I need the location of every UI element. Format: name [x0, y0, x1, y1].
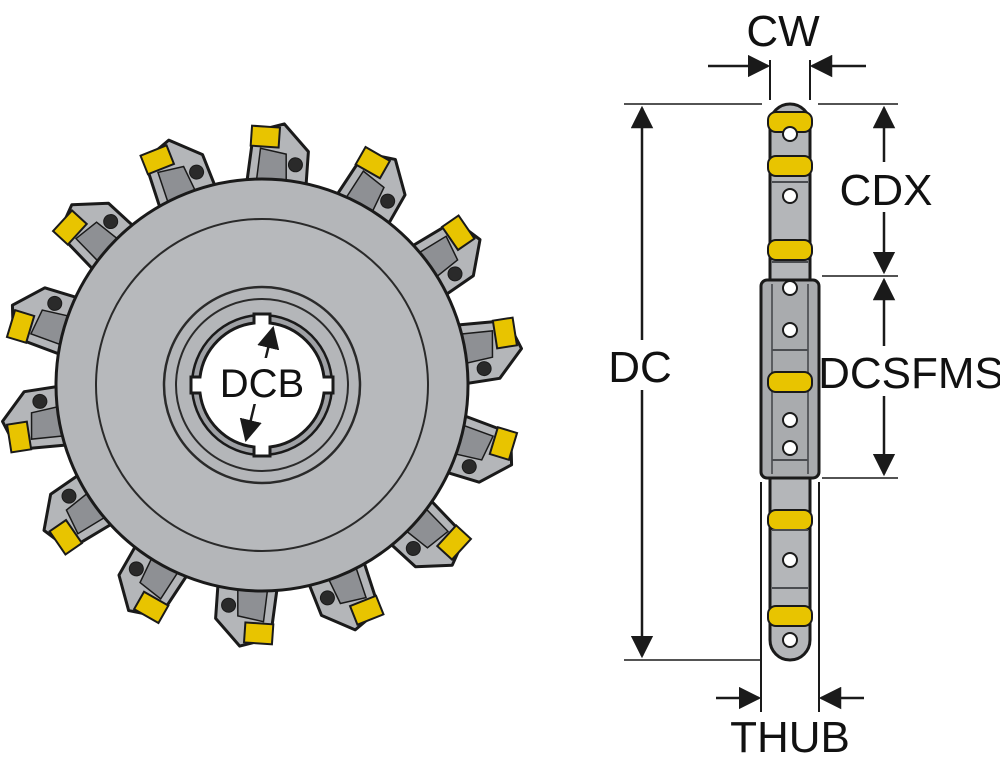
dc-label-bg	[604, 340, 680, 390]
dcb-label-bg	[216, 358, 308, 404]
cutter-insert-group	[5, 295, 63, 345]
side-insert	[767, 605, 813, 627]
cutter-insert-group	[5, 393, 48, 454]
side-details	[767, 111, 813, 648]
cutter-screw	[32, 393, 48, 409]
cutter-screw	[103, 214, 119, 230]
cutter-insert	[348, 594, 385, 626]
cutter-insert	[354, 145, 392, 180]
cutter-screw	[319, 590, 335, 606]
cutter-screw	[461, 459, 477, 475]
thub-label: THUB	[730, 713, 850, 757]
cutter-screw	[61, 488, 77, 504]
cutter-screw	[47, 295, 63, 311]
cutter-screw	[221, 597, 237, 613]
dcsfms-label: DCSFMS	[818, 349, 1000, 398]
cutter-insert-group	[476, 316, 519, 377]
cutter-screw	[287, 157, 303, 173]
dcsfms-label-bg	[824, 346, 998, 396]
side-insert	[767, 371, 813, 393]
dc-label: DC	[608, 343, 672, 392]
cutter-insert-group	[139, 144, 205, 180]
cutter-screw	[405, 540, 421, 556]
cutter-side-view	[759, 102, 821, 662]
cutter-insert	[435, 523, 473, 561]
cutter-front-view: DCB	[1, 122, 523, 648]
cdx-label-bg	[838, 162, 932, 212]
side-screw-hole	[782, 440, 798, 456]
cutter-hub-inner-ring	[175, 298, 349, 472]
side-insert	[767, 239, 813, 261]
cutter-insert-group	[48, 488, 84, 556]
cutter-insert-group	[405, 523, 473, 561]
side-insert	[767, 155, 813, 177]
dcb-label: DCB	[220, 362, 304, 406]
cutter-insert	[242, 621, 275, 646]
side-screw-hole	[782, 280, 798, 296]
cutter-insert	[249, 124, 282, 149]
cutter-screw	[380, 193, 396, 209]
cutter-insert-group	[461, 425, 519, 475]
cutter-screw	[476, 361, 492, 377]
cutter-insert	[491, 316, 519, 350]
cutter-insert	[440, 214, 476, 252]
cutter-screw	[128, 561, 144, 577]
cutter-insert-group	[128, 561, 170, 625]
side-screw-hole	[782, 126, 798, 142]
cutter-insert	[51, 209, 89, 247]
cutter-insert-group	[440, 214, 476, 282]
dimension-annotations: CW DC CDX DCSFMS THUB	[604, 7, 1000, 762]
side-screw-hole	[782, 188, 798, 204]
cutter-insert	[5, 420, 33, 454]
side-screw-hole	[782, 552, 798, 568]
cutter-screw	[189, 164, 205, 180]
cutter-insert-group	[249, 124, 303, 173]
cw-label: CW	[746, 7, 820, 56]
cutter-insert-group	[221, 597, 275, 646]
cutter-insert	[5, 308, 36, 345]
side-screw-hole	[782, 412, 798, 428]
cutter-insert-group	[354, 145, 396, 209]
side-screw-hole	[782, 632, 798, 648]
cutter-screw	[447, 266, 463, 282]
cdx-label: CDX	[840, 166, 933, 215]
cutter-insert	[488, 425, 519, 462]
cutter-insert-group	[319, 590, 385, 626]
cutter-insert-group	[51, 209, 119, 247]
cutter-insert	[139, 144, 176, 176]
cutter-insert	[48, 518, 84, 556]
cutter-inserts	[5, 124, 519, 646]
side-insert	[767, 509, 813, 531]
side-screw-hole	[782, 322, 798, 338]
cutter-insert	[132, 590, 170, 625]
